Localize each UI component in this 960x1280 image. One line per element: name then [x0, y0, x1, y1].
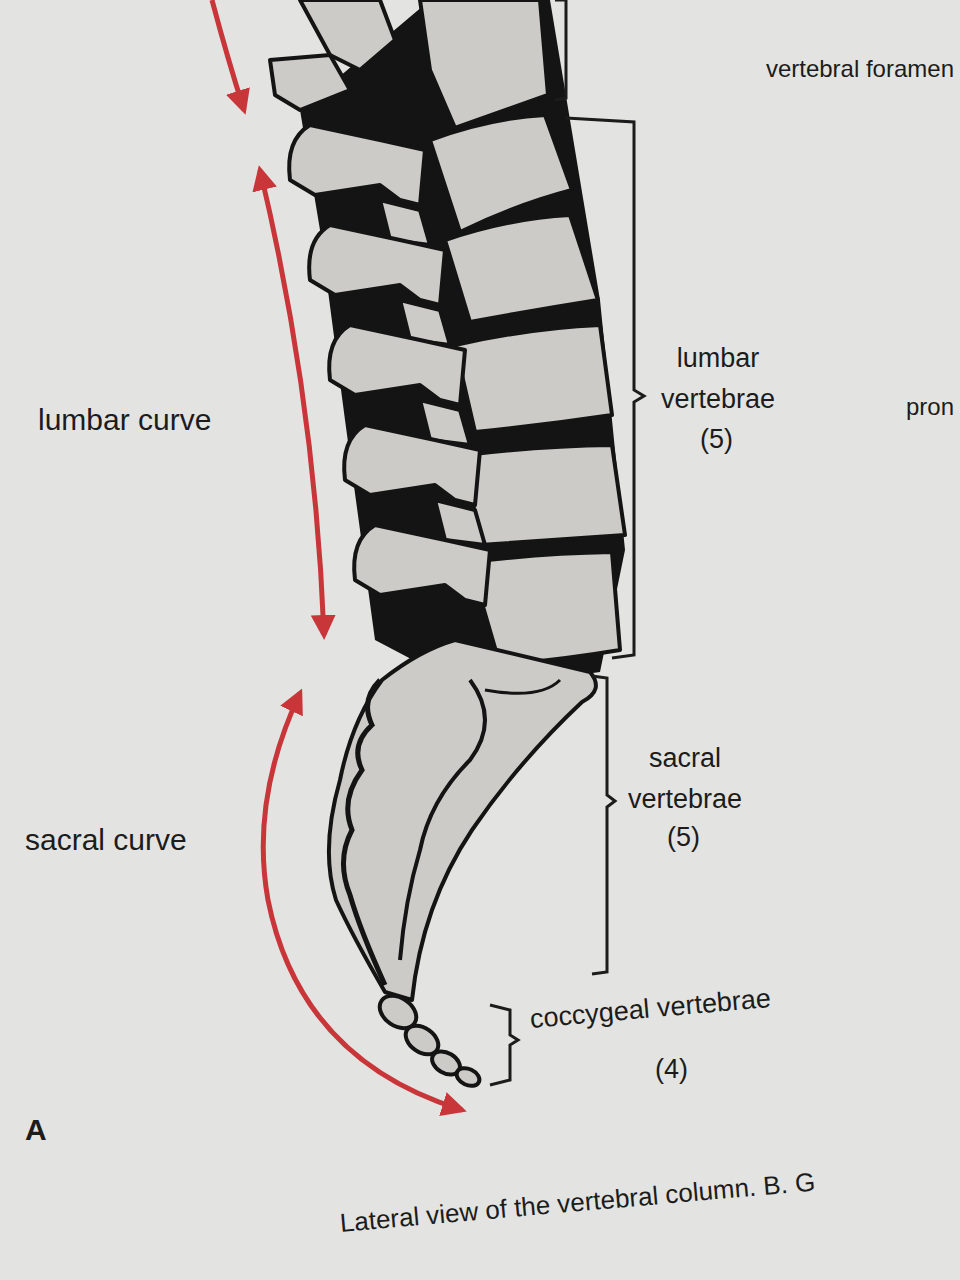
- part-label: (5): [667, 818, 700, 857]
- part-label: sacral curve: [25, 818, 187, 862]
- part-label: (4): [655, 1050, 688, 1089]
- part-label: lumbar curve: [38, 398, 211, 442]
- panel-letter: A: [25, 1108, 47, 1152]
- brackets: [490, 0, 644, 1085]
- bone-gaps: [300, 0, 625, 690]
- part-label: pron: [906, 390, 954, 425]
- sacrum: [329, 640, 596, 1000]
- vertebrae: [270, 0, 625, 665]
- figure-caption: Lateral view of the vertebral column. B.…: [338, 1164, 816, 1243]
- part-label: lumbar vertebrae: [656, 338, 780, 419]
- coccyx: [374, 989, 483, 1089]
- part-label: (5): [700, 420, 733, 459]
- part-label: coccygeal vertebrae: [528, 979, 772, 1039]
- part-label: vertebral foramen: [766, 52, 954, 87]
- spinous-processes: [289, 125, 490, 605]
- part-label: sacral vertebrae: [622, 738, 748, 819]
